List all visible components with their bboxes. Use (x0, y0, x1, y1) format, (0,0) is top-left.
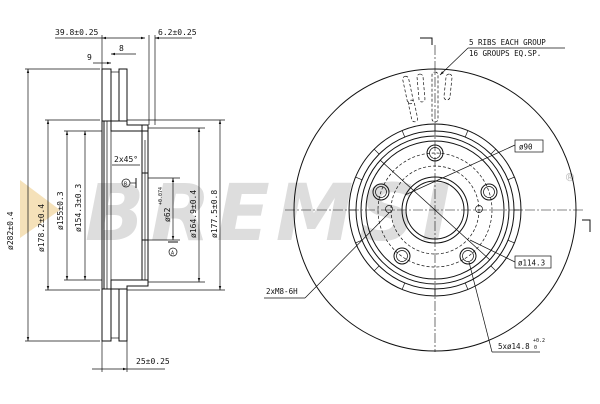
dim-diameter-177: ø177.5±0.8 (210, 190, 219, 238)
pcd-label: ø114.3 (518, 259, 545, 268)
dim-diameter-178: ø178.2±0.4 (37, 204, 46, 252)
ribs-detail (402, 71, 453, 123)
bolt-holes-label: 5xø14.8 (498, 342, 530, 351)
front-view: 5 RIBS EACH GROUP 16 GROUPS EQ.SP. ø90 ø… (264, 37, 591, 353)
dim-hat-thickness: 6.2±0.25 (158, 28, 197, 37)
section-marker-top (420, 37, 433, 45)
dim-overall-height: 39.8±0.25 (55, 28, 99, 37)
dim-center-bore: ø62 (163, 207, 172, 222)
dim-outer-plate: 9 (87, 53, 92, 62)
pcd-box (514, 255, 552, 269)
thread-holes-label: 2xM8-6H (266, 287, 298, 296)
bolt-holes-tol-lower: 0 (534, 345, 537, 351)
dim-disc-thickness: 25±0.25 (136, 357, 170, 366)
dim-vent-gap: 8 (119, 44, 124, 53)
dim-chamfer: 2x45° (114, 155, 138, 164)
dim-center-bore-tol: +0.074 (158, 187, 164, 205)
svg-text:B: B (124, 182, 127, 188)
dim-outer-diameter: ø282±0.4 (6, 211, 15, 250)
bolt-holes (372, 144, 498, 265)
rib-note-line2: 16 GROUPS EQ.SP. (469, 49, 541, 58)
rib-note-line1: 5 RIBS EACH GROUP (469, 38, 546, 47)
thread-hole-left (385, 205, 393, 213)
watermark-arrow-icon (20, 180, 60, 238)
hub-diameter-box (514, 139, 544, 153)
side-section-view: 39.8±0.25 6.2±0.25 9 8 25±0.25 2x45° ø28… (6, 28, 225, 372)
dim-diameter-155: ø155±0.3 (56, 191, 65, 230)
datum-a-marker (168, 247, 178, 257)
dim-diameter-164: ø164.9±0.4 (189, 190, 198, 238)
dim-diameter-154: ø154.3±0.3 (74, 184, 83, 232)
svg-text:A: A (171, 251, 174, 257)
section-marker-right (582, 219, 591, 232)
thread-hole-right (475, 205, 483, 213)
registered-mark: ® (566, 171, 574, 186)
hub-diameter-label: ø90 (519, 143, 533, 152)
bolt-holes-tol-upper: +0.2 (533, 338, 545, 344)
